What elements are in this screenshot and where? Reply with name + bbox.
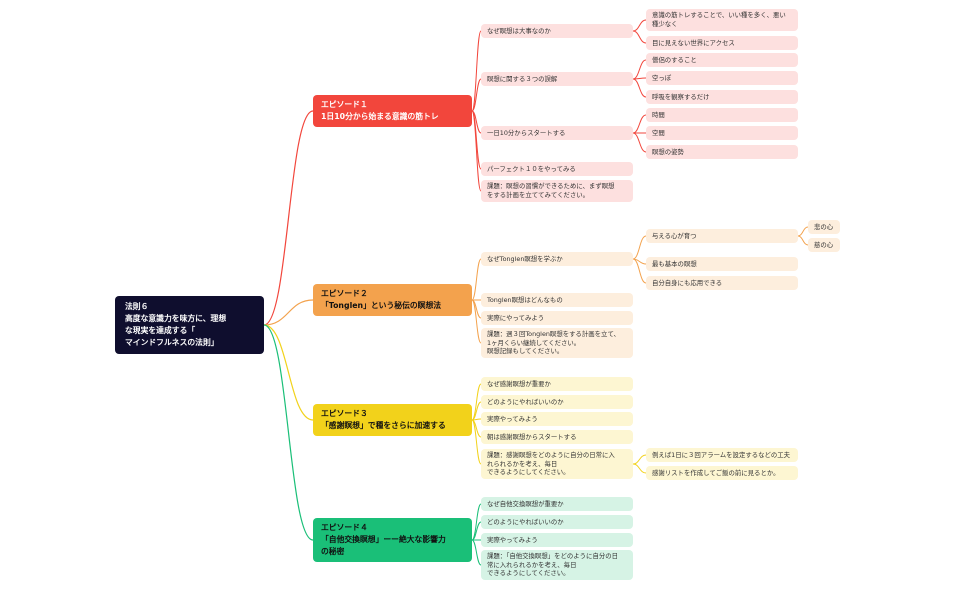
ep2-item-try-it[interactable]: 実際にやってみよう xyxy=(481,311,633,325)
ep3-item-assignment[interactable]: 課題：感謝瞑想をどのように自分の日常に入 れられるかを考え、毎日 できるようにし… xyxy=(481,449,633,479)
connector-line xyxy=(797,226,809,237)
ep4-item-why-exchange[interactable]: なぜ自他交換瞑想が重要か xyxy=(481,497,633,511)
ep2-sub-giving-heart[interactable]: 与える心が育つ xyxy=(646,229,798,243)
ep2-sub-loving-kindness[interactable]: 慈の心 xyxy=(808,238,840,252)
ep2-sub-self-application[interactable]: 自分自身にも応用できる xyxy=(646,276,798,290)
ep4-item-try-it[interactable]: 実際やってみよう xyxy=(481,533,633,547)
ep1-sub-time[interactable]: 時間 xyxy=(646,108,798,122)
ep3-item-morning-start[interactable]: 朝は感謝瞑想からスタートする xyxy=(481,430,633,444)
connector-line xyxy=(471,110,482,192)
connector-line xyxy=(632,78,647,98)
ep3-item-try-it[interactable]: 実際やってみよう xyxy=(481,412,633,426)
connector-line xyxy=(632,463,647,474)
ep3-item-why-gratitude[interactable]: なぜ感謝瞑想が重要か xyxy=(481,377,633,391)
ep1-sub-posture[interactable]: 瞑想の姿勢 xyxy=(646,145,798,159)
ep4-item-assignment[interactable]: 課題：「自他交換瞑想」をどのように自分の日 常に入れられるかを考え、毎日 できる… xyxy=(481,550,633,580)
connector-line xyxy=(471,30,482,112)
connector-line xyxy=(263,324,314,541)
ep2-sub-basic-meditation[interactable]: 最も基本の瞑想 xyxy=(646,257,798,271)
connector-line xyxy=(471,299,482,344)
ep1-item-perfect-ten[interactable]: パーフェクト１０をやってみる xyxy=(481,162,633,176)
connector-line xyxy=(471,383,482,421)
ep1-sub-mind-training[interactable]: 意識の筋トレすることで、いい種を多く、悪い 種少なく xyxy=(646,9,798,31)
ep1-sub-invisible-world[interactable]: 目に見えない世界にアクセス xyxy=(646,36,798,50)
connector-line xyxy=(471,110,482,134)
connector-line xyxy=(632,235,647,260)
connector-line xyxy=(471,78,482,112)
episode-3-topic[interactable]: エピソード３ 「感謝瞑想」で種をさらに加速する xyxy=(313,404,472,436)
connector-line xyxy=(632,132,647,153)
ep2-item-what-is-tonglen[interactable]: Tonglen瞑想はどんなもの xyxy=(481,293,633,307)
connector-line xyxy=(471,521,482,541)
connector-line xyxy=(471,401,482,421)
connector-line xyxy=(471,419,482,465)
ep1-sub-monks[interactable]: 僧侶のすること xyxy=(646,53,798,67)
ep3-item-how-to[interactable]: どのようにやればいいのか xyxy=(481,395,633,409)
ep2-item-assignment[interactable]: 課題：週３回Tonglen瞑想をする計画を立て、 1ヶ月くらい継続してください。… xyxy=(481,328,633,358)
ep1-sub-empty[interactable]: 空っぽ xyxy=(646,71,798,85)
connector-line xyxy=(632,258,647,284)
episode-4-topic[interactable]: エピソード４ 「自他交換瞑想」ーー絶大な影響力 の秘密 xyxy=(313,518,472,562)
ep1-item-assignment[interactable]: 課題：瞑想の習慣ができるために、まず瞑想 をする計画を立ててみてください。 xyxy=(481,180,633,202)
connector-line xyxy=(471,419,482,438)
connector-line xyxy=(632,258,647,265)
connector-line xyxy=(471,418,482,421)
connector-line xyxy=(263,110,314,326)
episode-2-topic[interactable]: エピソード２ 「Tonglen」という秘伝の瞑想法 xyxy=(313,284,472,316)
connector-line xyxy=(471,110,482,170)
ep1-item-three-misconceptions[interactable]: 瞑想に関する３つの誤解 xyxy=(481,72,633,86)
connector-line xyxy=(632,30,647,44)
ep3-sub-gratitude-list[interactable]: 感謝リストを作成してご飯の前に見るとか。 xyxy=(646,466,798,480)
connector-line xyxy=(471,539,482,566)
ep1-item-why-meditation[interactable]: なぜ瞑想は大事なのか xyxy=(481,24,633,38)
connector-line xyxy=(471,299,482,319)
connector-line xyxy=(797,235,809,246)
connector-line xyxy=(632,454,647,465)
connector-line xyxy=(263,324,314,421)
ep1-sub-observe-breath[interactable]: 呼吸を観察するだけ xyxy=(646,90,798,104)
ep1-item-ten-minutes[interactable]: 一日10分からスタートする xyxy=(481,126,633,140)
episode-1-topic[interactable]: エピソード１ 1日10分から始まる意識の筋トレ xyxy=(313,95,472,127)
connector-line xyxy=(471,503,482,541)
connector-line xyxy=(632,59,647,80)
connector-line xyxy=(632,77,647,80)
ep2-item-why-tonglen[interactable]: なぜTonglen瞑想を学ぶか xyxy=(481,252,633,266)
ep4-item-how-to[interactable]: どのようにやればいいのか xyxy=(481,515,633,529)
connector-line xyxy=(632,114,647,134)
ep3-sub-alarm-idea[interactable]: 例えば1日に３回アラームを設定するなどの工夫 xyxy=(646,448,798,462)
ep1-sub-space[interactable]: 空間 xyxy=(646,126,798,140)
ep2-sub-compassion[interactable]: 悲の心 xyxy=(808,220,840,234)
connector-line xyxy=(632,19,647,32)
root-topic[interactable]: 法則６ 高度な意識力を味方に、理想 な現実を達成する「 マインドフルネスの法則」 xyxy=(115,296,264,354)
connector-line xyxy=(263,299,314,326)
connector-line xyxy=(471,258,482,301)
